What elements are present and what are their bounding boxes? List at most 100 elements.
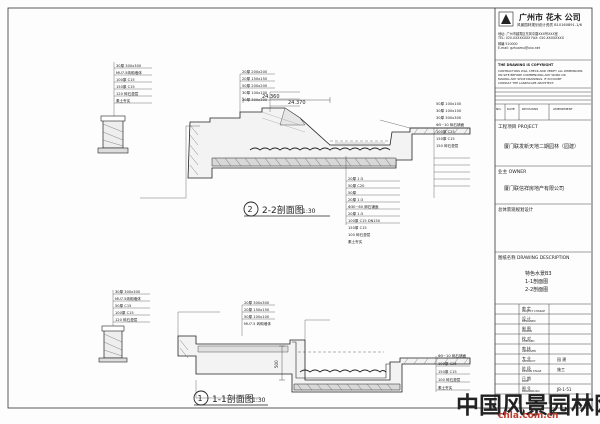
callout-2-2-left-5: 素土夯实 bbox=[116, 98, 131, 103]
stage-label: 总体景观规划设计 bbox=[498, 208, 534, 213]
sign-row-cn-0: 审 定 bbox=[522, 306, 531, 311]
sign-row-cn-4: 审 核 bbox=[522, 346, 531, 351]
callout-2-2-bottom-2: 50厚 bbox=[348, 190, 357, 195]
callout-1-1-left-3: 100厚 C15 bbox=[115, 310, 134, 315]
section-1-1-number: 1 bbox=[198, 394, 203, 403]
sign-row-en-8: DRAWING NO. bbox=[522, 390, 541, 393]
callout-2-2-top-0: 20厚 200x200 bbox=[242, 69, 268, 74]
rev-col-revisions: REVISIONS bbox=[522, 107, 539, 111]
watermark: 中国风景园林网 chla.com.cn bbox=[452, 386, 600, 424]
leaders-2-2 bbox=[113, 62, 470, 225]
callout-1-1-right-2: 150厚 C15 bbox=[438, 369, 457, 374]
callout-2-2-bottom-6: 100厚 C15 DN150 bbox=[348, 218, 381, 223]
drawing-line-2: 1-1剖面图 bbox=[525, 279, 549, 285]
address-line-3: 邮编 510000 bbox=[498, 42, 518, 46]
callout-2-2-bottom-9: 素土夯实 bbox=[348, 239, 363, 244]
watermark-url: chla.com.cn bbox=[498, 411, 559, 421]
section-2-2 bbox=[97, 62, 471, 225]
section-1-1-title bbox=[193, 390, 268, 406]
callout-1-1-right-0: Φ5~10 砾石铺面 bbox=[438, 353, 467, 358]
callout-1-1-left-2: 50厚 C15 bbox=[115, 303, 131, 308]
callout-1-1-top-3: MU7.5 砖砌墙体 bbox=[244, 321, 271, 326]
pool-section-2-2 bbox=[187, 97, 471, 179]
callout-2-2-bottom-8: 100 碎石垫层 bbox=[348, 232, 371, 237]
sheet-border bbox=[7, 7, 593, 409]
project-name: 厦门联发新天地二期园林（园建） bbox=[504, 144, 580, 150]
callout-2-2-right-3: Φ5~10 砾石铺面 bbox=[436, 122, 465, 127]
sign-row-en-6: DESIGN STAGE bbox=[522, 370, 542, 373]
watermark-text: 中国风景园林网 bbox=[456, 392, 600, 419]
company-logo-mark bbox=[498, 11, 514, 27]
callout-1-1-top-2: 50厚 100x100 bbox=[244, 314, 270, 319]
owner-label: 业主 OWNER bbox=[498, 170, 527, 175]
callout-2-2-right-1: 30厚 100x100 bbox=[436, 108, 462, 113]
callout-2-2-top-2: 50厚 200x200 bbox=[242, 83, 268, 88]
address-line-2: TEL: 020-XXXXXXXX FAX: 020-XXXXXXXX bbox=[498, 36, 564, 40]
callout-2-2-right-2: 30厚 300x300 bbox=[436, 115, 462, 120]
sign-row-value-8: JB-1-51 bbox=[557, 387, 572, 392]
callout-2-2-top-1: 20厚 150x150 bbox=[242, 76, 268, 81]
sign-row-cn-1: 设 计 bbox=[522, 316, 531, 321]
section-2-2-title-text: 2-2剖面图 bbox=[262, 204, 304, 216]
sign-row-cn-6: 阶 段 bbox=[522, 366, 531, 371]
sign-row-cn-7: 日 期 bbox=[522, 376, 531, 381]
callout-2-2-bottom-3: 20厚 1:3 bbox=[348, 197, 363, 202]
copyright-line-4: CONSULT THE LANDSCAPE ARCHITECT. bbox=[498, 81, 555, 85]
callout-2-2-left-4: 120 碎石垫层 bbox=[116, 91, 139, 96]
callout-2-2-bottom-4: Φ30~60 卵石铺面 bbox=[348, 204, 379, 209]
company-sub: 风景园林规划设计资质 B10160891-1/6 bbox=[517, 23, 582, 27]
company-name: 广州市 花木 公司 bbox=[519, 13, 581, 22]
callout-2-2-bottom-1: 50厚 C20 bbox=[348, 183, 365, 188]
drawing-line-3: 2-2剖面图 bbox=[525, 287, 549, 293]
sign-row-en-1: DESIGNED bbox=[522, 320, 536, 323]
callout-1-1-left-4: 120 碎石垫层 bbox=[115, 317, 138, 322]
leaders-1-1 bbox=[112, 290, 470, 399]
rev-col-amendment: AMENDMENT bbox=[553, 107, 573, 111]
copyright-line-1: CONTRACTORS WILL CHECK AND VERIFY ALL DI… bbox=[498, 69, 583, 73]
sign-row-cn-3: 校 对 bbox=[522, 336, 531, 341]
dim-2-2-a: 24.360 bbox=[262, 94, 280, 100]
sign-row-en-5: SPECIALTY bbox=[522, 360, 536, 363]
sign-row-cn-8: 图 号 bbox=[522, 386, 531, 391]
callout-2-2-bottom-5: 20厚 1:3 bbox=[348, 211, 363, 216]
callout-1-1-top-1: 20厚 150x150 bbox=[244, 307, 270, 312]
drawing-line-1: 特色水景B3 bbox=[525, 271, 552, 277]
sign-row-en-3: CHECKED bbox=[522, 340, 535, 343]
project-label: 工程项目 PROJECT bbox=[498, 125, 538, 130]
pool-section-1-1 bbox=[177, 335, 471, 393]
section-2-2-number: 2 bbox=[248, 205, 253, 214]
dim-1-1-a: 500 bbox=[274, 360, 279, 368]
section-1-1 bbox=[98, 290, 471, 406]
copyright-line-2: ON SITE BEFORE COMMENCING ANY WORK OR bbox=[498, 73, 566, 77]
copyright-line-3: MAKING ANY SHOP DRAWINGS. IF IN DOUBT bbox=[498, 77, 562, 81]
address-line-4: E-mail: gzhuamu@xxx.net bbox=[498, 46, 540, 50]
dim-2-2-b: 24.370 bbox=[288, 100, 306, 106]
section-1-1-title-text: 1-1剖面图 bbox=[212, 393, 254, 405]
left-post-2-2 bbox=[97, 115, 129, 154]
title-block-grid bbox=[495, 11, 591, 404]
section-1-1-scale: 1:30 bbox=[252, 397, 266, 404]
callout-2-2-left-3: 150厚 C15 bbox=[116, 84, 135, 89]
callout-1-1-right-4: 素土夯实 bbox=[438, 385, 453, 390]
callout-2-2-right-4: 100厚 C25 bbox=[436, 129, 455, 134]
address-line-1: 地址: 广州市越秀区东风中路XXX号XXX室 bbox=[498, 32, 558, 36]
callout-2-2-left-2: 100厚 C15 bbox=[116, 77, 135, 82]
callout-2-2-top-4: 20厚 300x300 bbox=[242, 97, 268, 102]
callout-2-2-right-5: 150厚 C15 bbox=[436, 136, 455, 141]
left-post-1-1 bbox=[98, 325, 128, 363]
callout-1-1-left-1: MU7.5砖砌墙体 bbox=[115, 296, 141, 301]
section-2-2-scale: 1:30 bbox=[302, 208, 316, 215]
callout-2-2-right-0: 50厚 100x100 bbox=[436, 101, 462, 106]
sign-row-cn-2: 制 图 bbox=[522, 326, 531, 331]
copyright-title: THE DRAWING IS COPYRIGHT bbox=[498, 63, 554, 67]
rev-col-no: NO. bbox=[496, 107, 502, 111]
sign-row-value-5: 园 建 bbox=[557, 357, 567, 362]
sign-row-en-2: DRAWN bbox=[522, 330, 532, 333]
callout-1-1-right-3: 100 碎石垫层 bbox=[438, 377, 461, 382]
title-block: 广州市 花木 公司 风景园林规划设计资质 B10160891-1/6 地址: 广… bbox=[495, 8, 591, 406]
callout-1-1-left-0: 30厚 300x300 bbox=[115, 289, 141, 294]
